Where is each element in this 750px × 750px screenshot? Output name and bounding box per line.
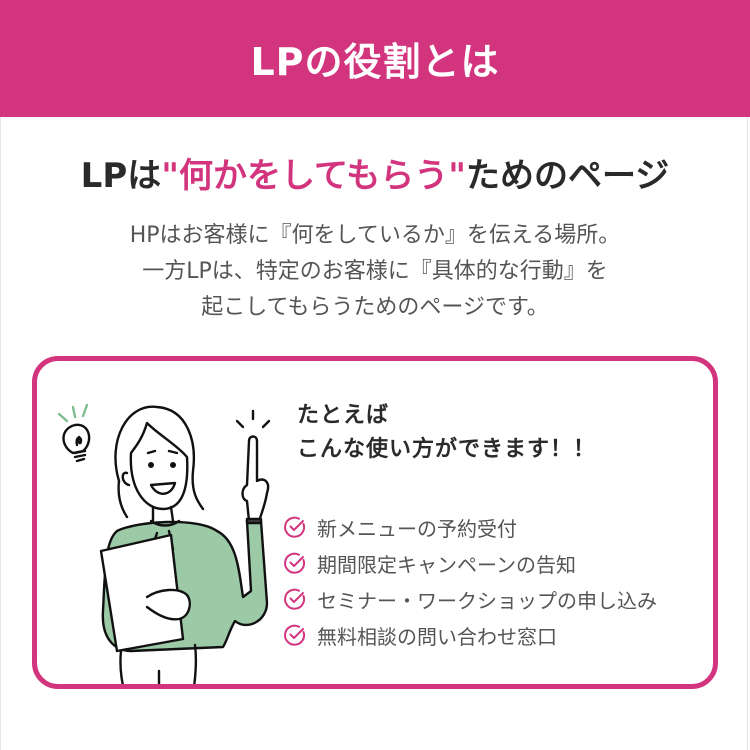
description-line: HPはお客様に『何をしているか』を伝える場所。 — [129, 223, 621, 248]
description-line: 一方LPは、特定のお客様に『具体的な行動』を — [142, 259, 608, 284]
list-item: 新メニューの予約受付 — [283, 509, 657, 545]
check-circle-icon — [284, 552, 306, 574]
header-title: LPの役割とは — [250, 40, 500, 84]
list-item-label: セミナー・ワークショップの申し込み — [317, 588, 657, 613]
card-title-line: たとえば — [297, 403, 390, 428]
check-circle-icon — [284, 624, 306, 646]
usage-list: 新メニューの予約受付 期間限定キャンペーンの告知 セミナー・ワークショップの申し… — [283, 509, 657, 653]
list-item: 無料相談の問い合わせ窓口 — [283, 617, 657, 653]
usage-card: たとえば こんな使い方ができます！！ 新メニューの予約受付 期間限定キャンペーン… — [32, 356, 718, 689]
check-circle-icon — [284, 588, 306, 610]
header-banner: LPの役割とは — [0, 0, 750, 117]
headline: LPは"何かをしてもらう"ためのページ — [0, 148, 750, 197]
headline-suffix: ためのページ — [465, 156, 670, 196]
lightbulb-icon — [57, 403, 91, 463]
check-circle-icon — [284, 516, 306, 538]
headline-accent: "何かをしてもらう" — [161, 156, 466, 196]
list-item: 期間限定キャンペーンの告知 — [283, 545, 657, 581]
list-item-label: 新メニューの予約受付 — [317, 516, 517, 541]
list-item-label: 期間限定キャンペーンの告知 — [317, 552, 576, 577]
list-item: セミナー・ワークショップの申し込み — [283, 581, 657, 617]
list-item-label: 無料相談の問い合わせ窓口 — [317, 624, 557, 649]
card-title: たとえば こんな使い方ができます！！ — [297, 399, 596, 467]
description: HPはお客様に『何をしているか』を伝える場所。 一方LPは、特定のお客様に『具体… — [0, 218, 750, 326]
description-line: 起こしてもらうためのページです。 — [201, 295, 549, 320]
woman-illustration-icon — [57, 403, 271, 684]
card-title-line: こんな使い方ができます！！ — [297, 437, 597, 462]
headline-prefix: LPは — [80, 156, 162, 196]
